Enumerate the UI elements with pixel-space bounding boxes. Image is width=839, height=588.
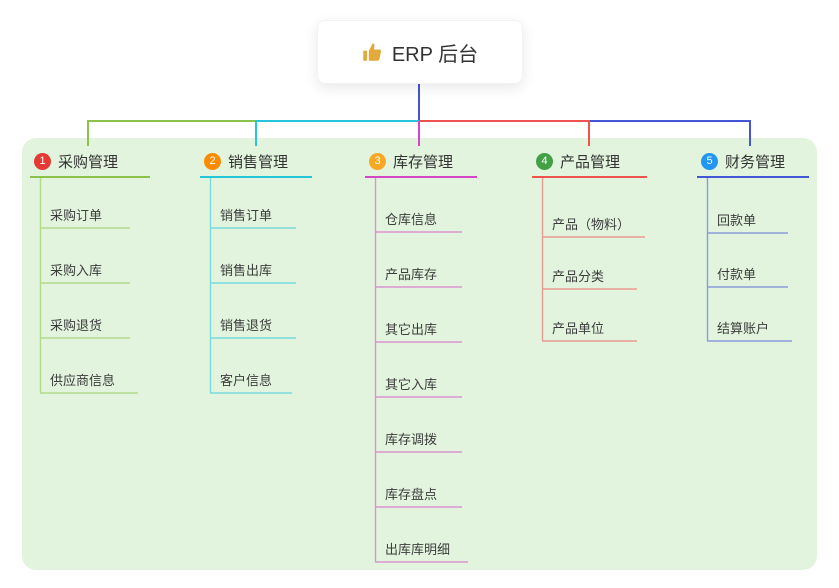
branch-number-badge: 5: [701, 152, 718, 170]
node-item[interactable]: 产品单位: [552, 321, 605, 336]
thumbs-up-icon: [362, 42, 382, 62]
branch-number-badge: 2: [204, 152, 221, 170]
node-item[interactable]: 销售订单: [220, 208, 273, 223]
node-item[interactable]: 其它出库: [385, 322, 438, 337]
branch-label: 销售管理: [228, 153, 289, 171]
node-item[interactable]: 产品分类: [552, 269, 605, 284]
branch-inventory[interactable]: 3 库存管理: [365, 146, 477, 178]
node-item[interactable]: 产品库存: [385, 267, 438, 282]
node-item[interactable]: 其它入库: [385, 377, 438, 392]
branch-label: 产品管理: [560, 153, 621, 171]
branches-background-panel: [22, 138, 817, 570]
node-item[interactable]: 回款单: [717, 213, 757, 228]
node-item[interactable]: 采购退货: [50, 318, 103, 333]
branch-label: 采购管理: [58, 153, 119, 171]
node-item[interactable]: 库存调拨: [385, 432, 438, 447]
branch-number-badge: 1: [34, 152, 51, 170]
branch-finance[interactable]: 5 财务管理: [697, 146, 809, 178]
node-item[interactable]: 销售出库: [220, 263, 273, 278]
node-item[interactable]: 供应商信息: [50, 373, 116, 388]
node-item[interactable]: 结算账户: [717, 321, 770, 336]
root-node-erp[interactable]: ERP 后台: [317, 20, 523, 84]
branch-product[interactable]: 4 产品管理: [532, 146, 647, 178]
branch-purchase[interactable]: 1 采购管理: [30, 146, 150, 178]
node-item[interactable]: 仓库信息: [385, 212, 438, 227]
node-item[interactable]: 产品（物料）: [552, 217, 631, 232]
branch-label: 库存管理: [393, 153, 454, 171]
root-title: ERP 后台: [391, 43, 479, 66]
thumbs-up-glyph: [363, 43, 381, 61]
branch-number-badge: 3: [369, 152, 386, 170]
node-item[interactable]: 库存盘点: [385, 487, 438, 502]
branch-label: 财务管理: [725, 153, 786, 171]
node-item[interactable]: 付款单: [717, 267, 757, 282]
node-item[interactable]: 客户信息: [220, 373, 273, 388]
node-item[interactable]: 采购订单: [50, 208, 103, 223]
branch-sales[interactable]: 2 销售管理: [200, 146, 312, 178]
node-item[interactable]: 出库库明细: [385, 542, 451, 557]
node-item[interactable]: 销售退货: [220, 318, 273, 333]
branch-number-badge: 4: [536, 152, 553, 170]
node-item[interactable]: 采购入库: [50, 263, 103, 278]
